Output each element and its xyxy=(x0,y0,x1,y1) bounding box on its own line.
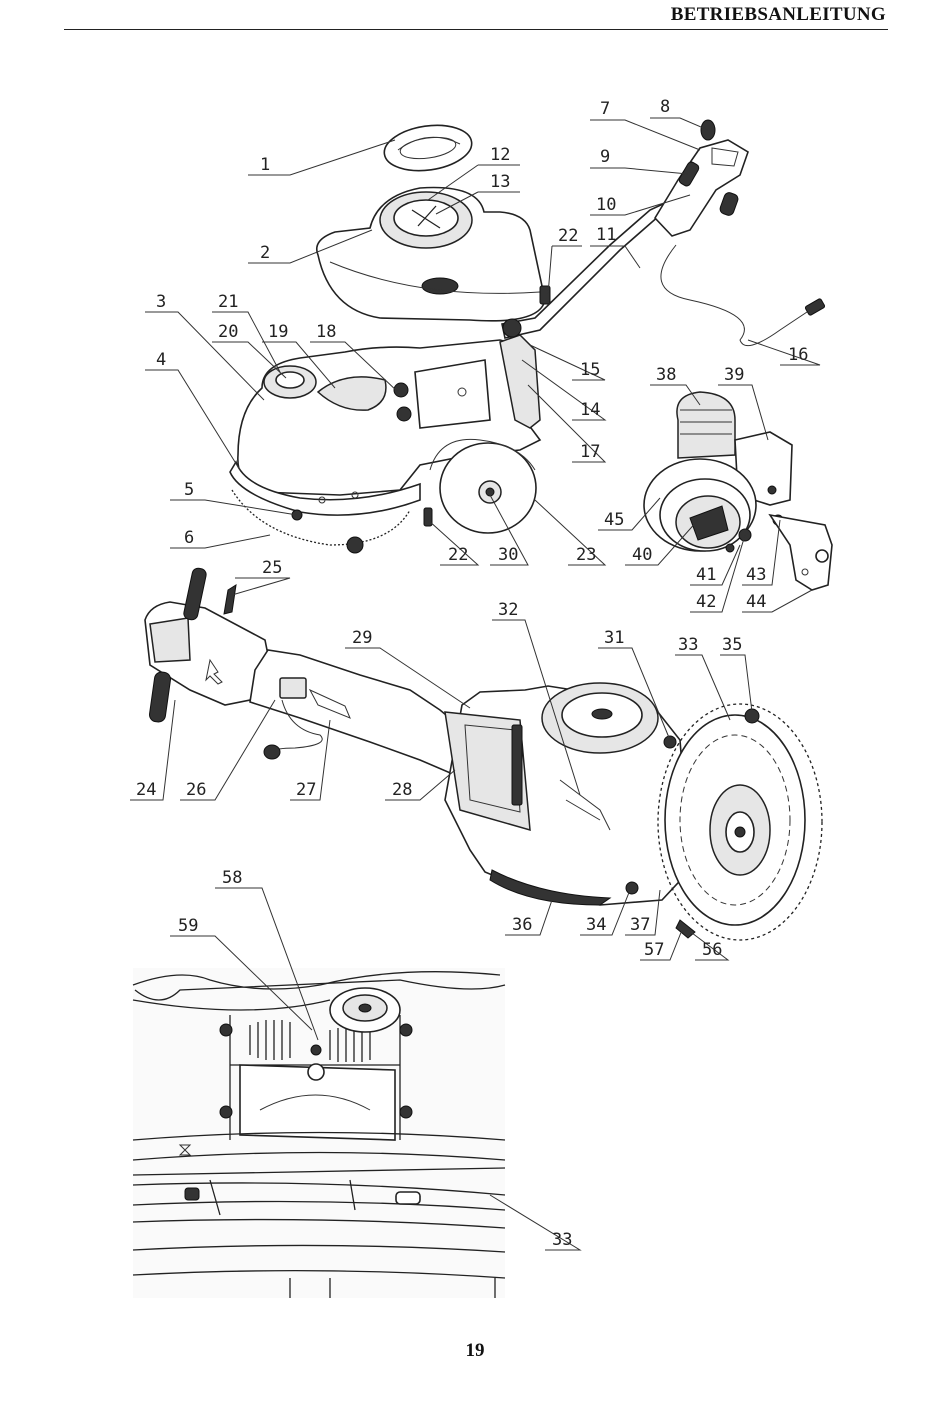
callout-9: 9 xyxy=(600,147,610,167)
callout-5: 5 xyxy=(184,480,194,500)
callout-8: 8 xyxy=(660,97,670,117)
callout-14: 14 xyxy=(580,400,600,420)
callout-56: 56 xyxy=(702,940,722,960)
callout-3: 3 xyxy=(156,292,166,312)
callout-40: 40 xyxy=(632,545,652,565)
callout-27: 27 xyxy=(296,780,316,800)
callout-31: 31 xyxy=(604,628,624,648)
callout-22-bottom: 22 xyxy=(448,545,468,565)
callout-34: 34 xyxy=(586,915,606,935)
callout-22-top: 22 xyxy=(558,226,578,246)
callout-33-mid: 33 xyxy=(678,635,698,655)
callout-16: 16 xyxy=(788,345,808,365)
callout-19: 19 xyxy=(268,322,288,342)
rear-view-assembly xyxy=(145,567,822,940)
callout-36: 36 xyxy=(512,915,532,935)
callout-24: 24 xyxy=(136,780,156,800)
callout-43: 43 xyxy=(746,565,766,585)
callout-2: 2 xyxy=(260,243,270,263)
callout-15: 15 xyxy=(580,360,600,380)
callout-57: 57 xyxy=(644,940,664,960)
callout-10: 10 xyxy=(596,195,616,215)
page-number: 19 xyxy=(0,1340,950,1362)
callout-25: 25 xyxy=(262,558,282,578)
callout-59: 59 xyxy=(178,916,198,936)
callout-41: 41 xyxy=(696,565,716,585)
callout-23: 23 xyxy=(576,545,596,565)
callout-13: 13 xyxy=(490,172,510,192)
callout-42: 42 xyxy=(696,592,716,612)
callout-37: 37 xyxy=(630,915,650,935)
callout-28: 28 xyxy=(392,780,412,800)
callout-30: 30 xyxy=(498,545,518,565)
callout-26: 26 xyxy=(186,780,206,800)
callout-38: 38 xyxy=(656,365,676,385)
callout-33-bottom: 33 xyxy=(552,1230,572,1250)
callout-29: 29 xyxy=(352,628,372,648)
callout-32: 32 xyxy=(498,600,518,620)
callout-4: 4 xyxy=(156,350,166,370)
motor-assembly xyxy=(644,392,832,590)
callout-11: 11 xyxy=(596,225,616,245)
callout-20: 20 xyxy=(218,322,238,342)
callout-58: 58 xyxy=(222,868,242,888)
callout-7: 7 xyxy=(600,99,610,119)
callout-1: 1 xyxy=(260,155,270,175)
callout-6: 6 xyxy=(184,528,194,548)
callout-21: 21 xyxy=(218,292,238,312)
callout-12: 12 xyxy=(490,145,510,165)
callout-44: 44 xyxy=(746,592,766,612)
callout-18: 18 xyxy=(316,322,336,342)
callout-17: 17 xyxy=(580,442,600,462)
detail-photo xyxy=(133,968,505,1298)
callout-45: 45 xyxy=(604,510,624,530)
callout-35: 35 xyxy=(722,635,742,655)
callout-39: 39 xyxy=(724,365,744,385)
